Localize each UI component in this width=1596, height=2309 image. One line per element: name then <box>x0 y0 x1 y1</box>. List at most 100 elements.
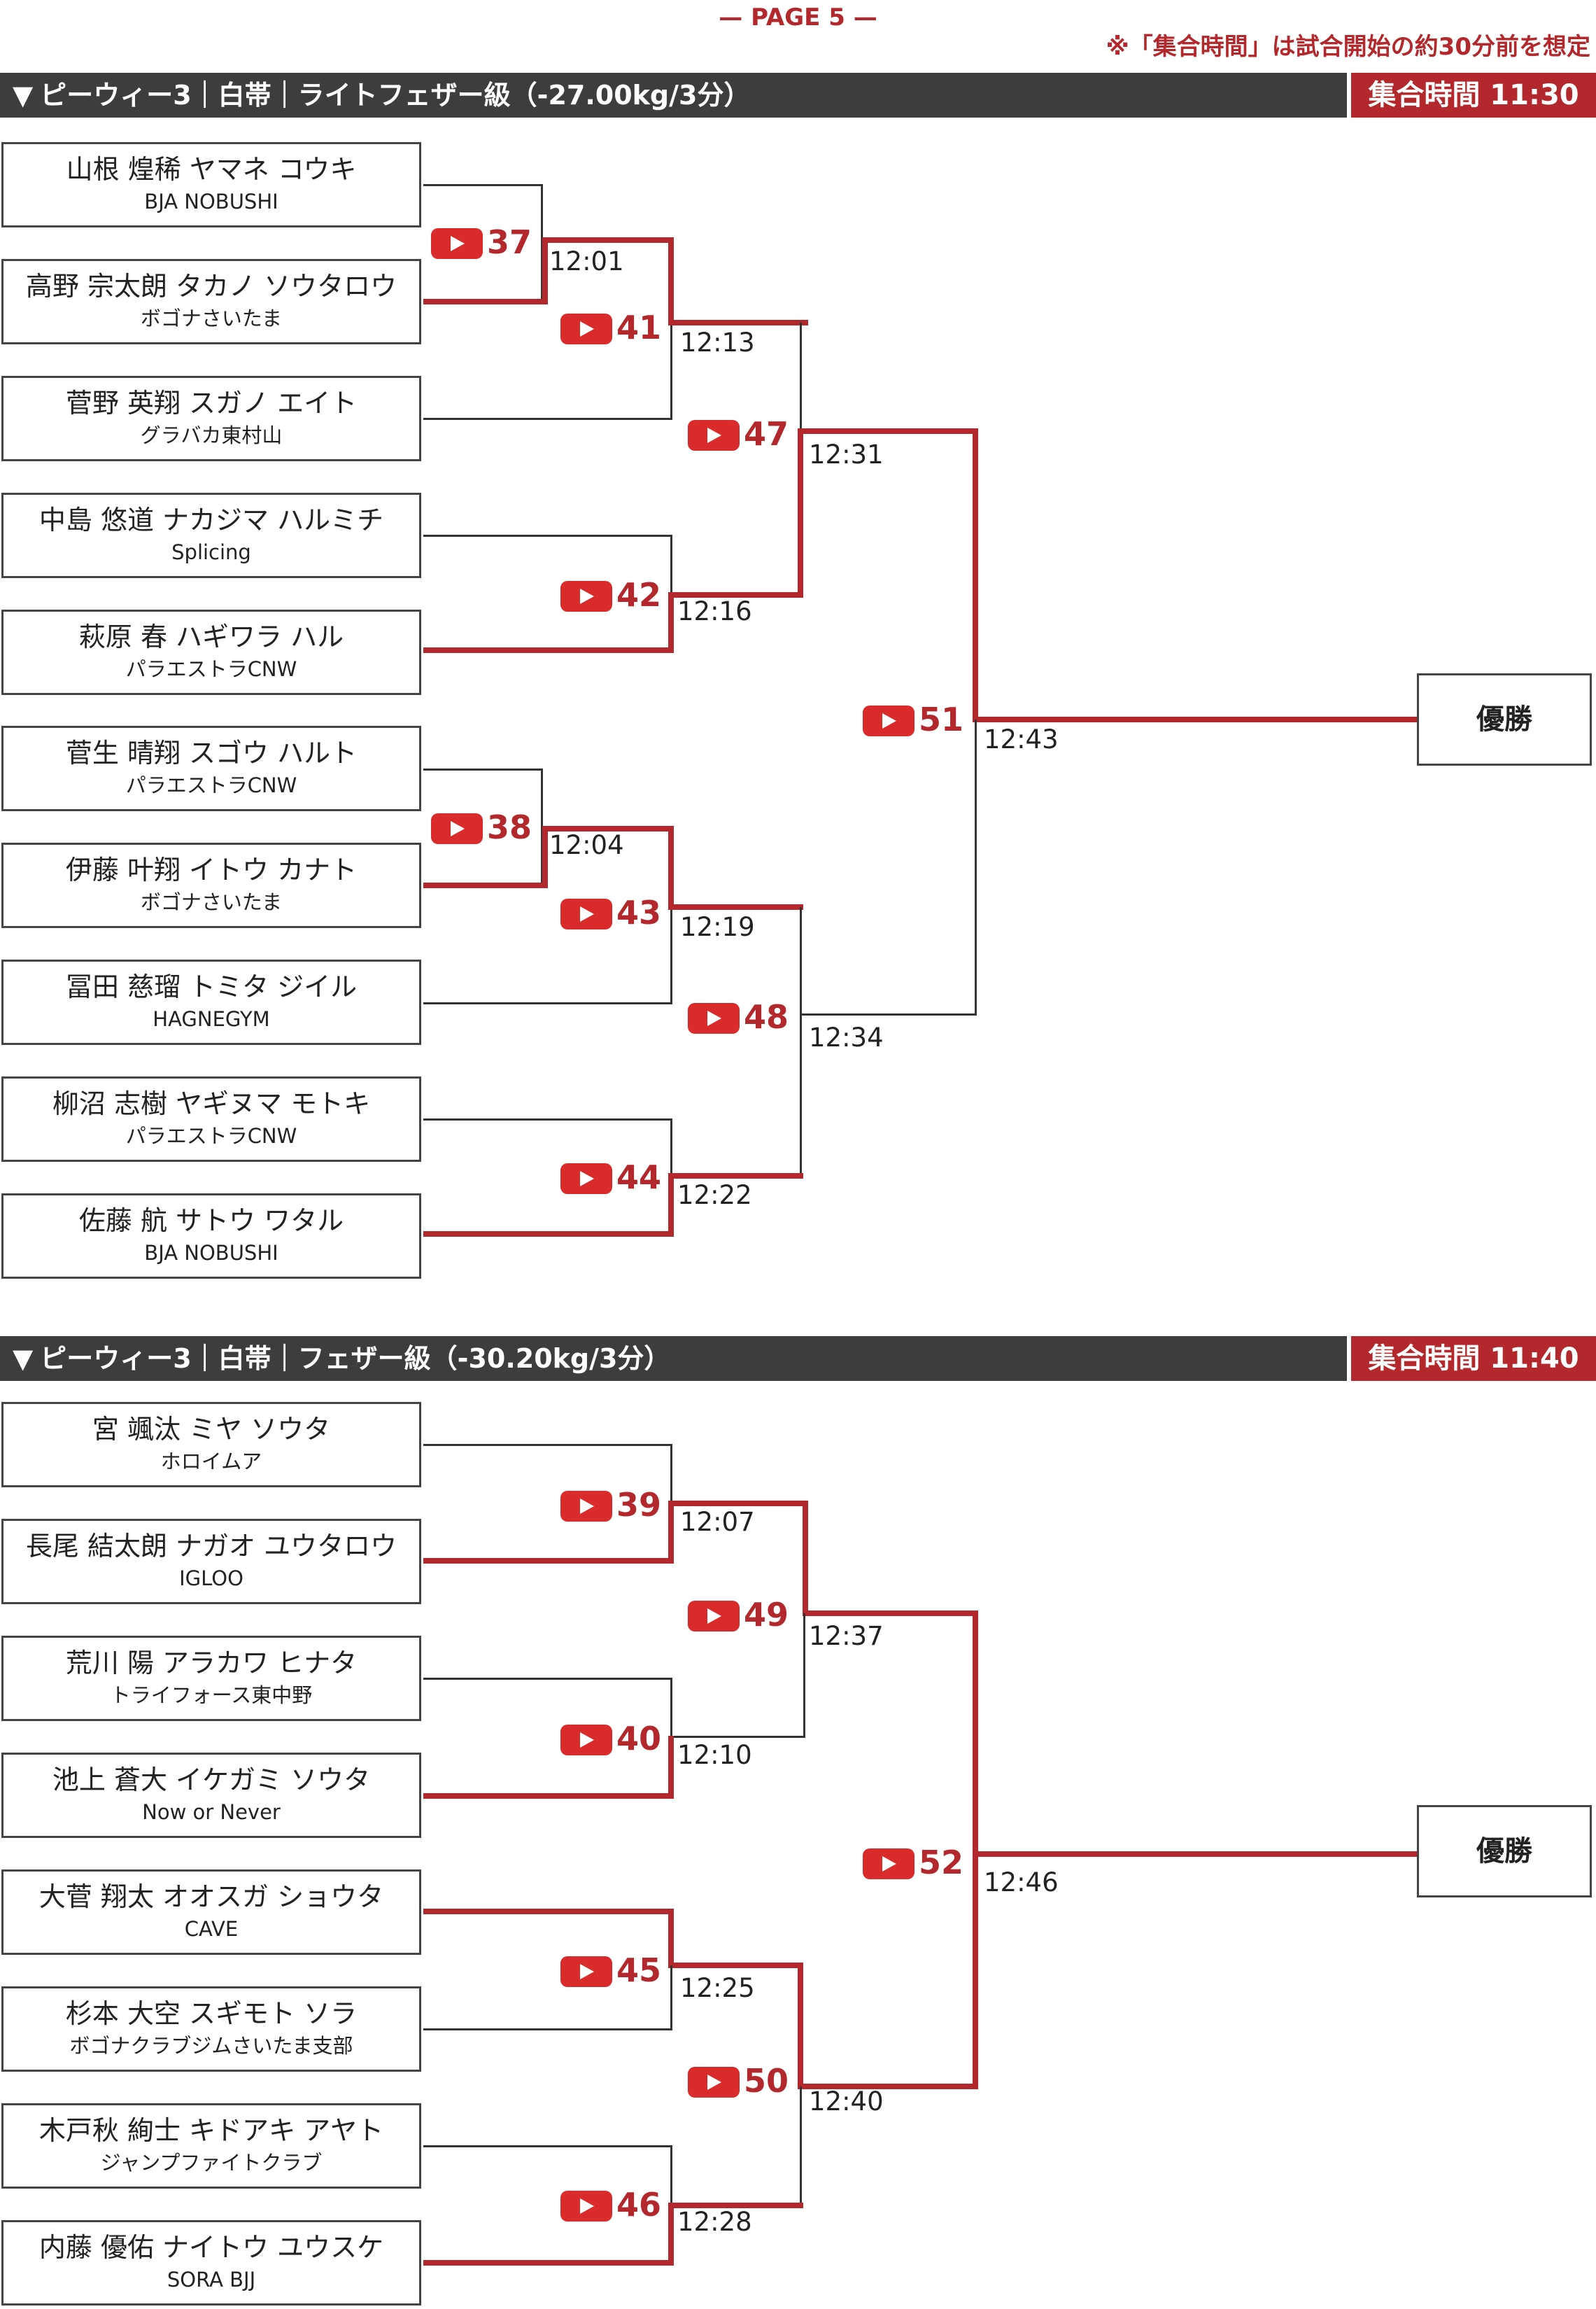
bracket-line <box>670 1444 672 1507</box>
bracket-line <box>423 769 543 771</box>
youtube-play-icon[interactable] <box>560 899 612 929</box>
match-number: 50 <box>744 2062 789 2100</box>
winner-path <box>542 826 674 831</box>
youtube-play-icon[interactable] <box>863 1848 914 1879</box>
bracket-line <box>541 769 543 886</box>
entrant-name: 荒川 陽 アラカワ ヒナタ <box>65 1648 358 1678</box>
winner-path <box>803 1501 808 1616</box>
bracket-1-assembly-time: 集合時間 11:30 <box>1351 73 1596 118</box>
youtube-play-icon[interactable] <box>560 1491 612 1522</box>
match-number: 41 <box>616 309 662 346</box>
entrant-name: 冨田 慈瑠 トミタ ジイル <box>65 971 358 1002</box>
youtube-play-icon[interactable] <box>431 228 483 259</box>
winner-path <box>798 428 803 598</box>
entrant-team: IGLOO <box>179 1566 243 1590</box>
winner-path <box>542 826 548 888</box>
champion-box: 優勝 <box>1417 673 1592 766</box>
match-number: 47 <box>744 415 789 453</box>
match-number: 37 <box>487 223 532 261</box>
entrant-card: 伊藤 叶翔 イトウ カナトボゴナさいたま <box>1 843 421 928</box>
bracket-line <box>423 1118 672 1121</box>
entrant-team: BJA NOBUSHI <box>144 1241 278 1265</box>
entrant-team: CAVE <box>184 1917 239 1941</box>
youtube-play-icon[interactable] <box>431 813 483 844</box>
bracket-2-title-bar: ▼ピーウィー3｜白帯｜フェザー級（-30.20kg/3分） <box>0 1336 1347 1381</box>
winner-path <box>423 1231 674 1237</box>
match-time: 12:13 <box>680 328 755 358</box>
winner-path <box>973 717 1418 722</box>
winner-path <box>668 592 803 598</box>
entrant-name: 内藤 優佑 ナイトウ ユウスケ <box>38 2232 384 2263</box>
entrant-card: 冨田 慈瑠 トミタ ジイル HAGNEGYM <box>1 960 421 1045</box>
youtube-play-icon[interactable] <box>560 581 612 612</box>
entrant-team: ボゴナさいたま <box>140 307 283 330</box>
entrant-team: SORA BJJ <box>167 2268 256 2292</box>
entrant-name: 伊藤 叶翔 イトウ カナト <box>65 855 358 885</box>
bracket-line <box>423 418 672 420</box>
match-number: 45 <box>616 1951 662 1989</box>
youtube-play-icon[interactable] <box>560 1725 612 1755</box>
winner-path <box>423 883 548 888</box>
entrant-card: 菅野 英翔 スガノ エイトグラバカ東村山 <box>1 376 421 461</box>
bracket-2-header: ▼ピーウィー3｜白帯｜フェザー級（-30.20kg/3分） 集合時間 11:40 <box>0 1336 1596 1381</box>
entrant-name: 大菅 翔太 オオスガ ショウタ <box>38 1881 384 1912</box>
entrant-team: パラエストラCNW <box>125 657 297 681</box>
winner-path <box>803 1610 978 1616</box>
match-number: 40 <box>616 1720 662 1757</box>
winner-path <box>668 826 674 910</box>
winner-path <box>798 1963 803 2089</box>
youtube-play-icon[interactable] <box>688 1601 740 1631</box>
youtube-play-icon[interactable] <box>688 2067 740 2098</box>
match-number: 38 <box>487 808 532 846</box>
match-number: 46 <box>616 2186 662 2224</box>
winner-path <box>973 428 978 722</box>
match-time: 12:31 <box>809 440 884 470</box>
match-time: 12:16 <box>677 596 752 626</box>
match-time: 12:40 <box>809 2086 884 2117</box>
match-time: 12:22 <box>677 1180 752 1210</box>
entrant-name: 菅野 英翔 スガノ エイト <box>65 388 358 419</box>
youtube-play-icon[interactable] <box>560 2191 612 2222</box>
youtube-play-icon[interactable] <box>863 706 914 736</box>
winner-path <box>668 1173 803 1179</box>
entrant-team: HAGNEGYM <box>153 1007 270 1031</box>
winner-path <box>423 2260 674 2266</box>
bracket-line <box>800 1013 977 1016</box>
entrant-name: 柳沼 志樹 ヤギヌマ モトキ <box>52 1088 371 1119</box>
match-time: 12:01 <box>549 246 624 276</box>
youtube-play-icon[interactable] <box>560 1956 612 1987</box>
bracket-line <box>800 1736 805 1738</box>
match-time: 12:07 <box>680 1507 755 1537</box>
entrant-card: 柳沼 志樹 ヤギヌマ モトキパラエストラCNW <box>1 1076 421 1162</box>
entrant-name: 木戸秋 絢士 キドアキ アヤト <box>38 2115 384 2146</box>
bracket-line <box>423 184 543 186</box>
bracket-line <box>423 2028 672 2030</box>
winner-path <box>423 1909 674 1914</box>
bracket-line <box>670 907 672 1004</box>
winner-path <box>668 904 803 910</box>
bracket-line <box>423 2145 672 2147</box>
winner-path <box>668 1501 674 1564</box>
bracket-2-assembly-time: 集合時間 11:40 <box>1351 1336 1596 1381</box>
bracket-line <box>670 323 672 420</box>
match-time: 12:04 <box>549 830 624 860</box>
youtube-play-icon[interactable] <box>560 1163 612 1194</box>
winner-path <box>973 1851 1418 1857</box>
youtube-play-icon[interactable] <box>688 1003 740 1034</box>
entrant-name: 山根 煌稀 ヤマネ コウキ <box>66 154 357 185</box>
entrant-card: 高野 宗太朗 タカノ ソウタロウボゴナさいたま <box>1 259 421 344</box>
bracket-2-title: ピーウィー3｜白帯｜フェザー級（-30.20kg/3分） <box>40 1343 671 1374</box>
entrant-name: 菅生 晴翔 スゴウ ハルト <box>65 738 358 769</box>
youtube-play-icon[interactable] <box>560 314 612 344</box>
entrant-name: 高野 宗太朗 タカノ ソウタロウ <box>25 271 397 302</box>
bracket-line <box>803 1613 805 1738</box>
bracket-line <box>670 1118 672 1181</box>
match-time: 12:28 <box>677 2207 752 2237</box>
entrant-card: 菅生 晴翔 スゴウ ハルトパラエストラCNW <box>1 726 421 811</box>
youtube-play-icon[interactable] <box>688 420 740 451</box>
match-number: 42 <box>616 576 662 614</box>
entrant-name: 萩原 春 ハギワラ ハル <box>78 622 344 652</box>
bracket-line <box>423 1678 672 1680</box>
